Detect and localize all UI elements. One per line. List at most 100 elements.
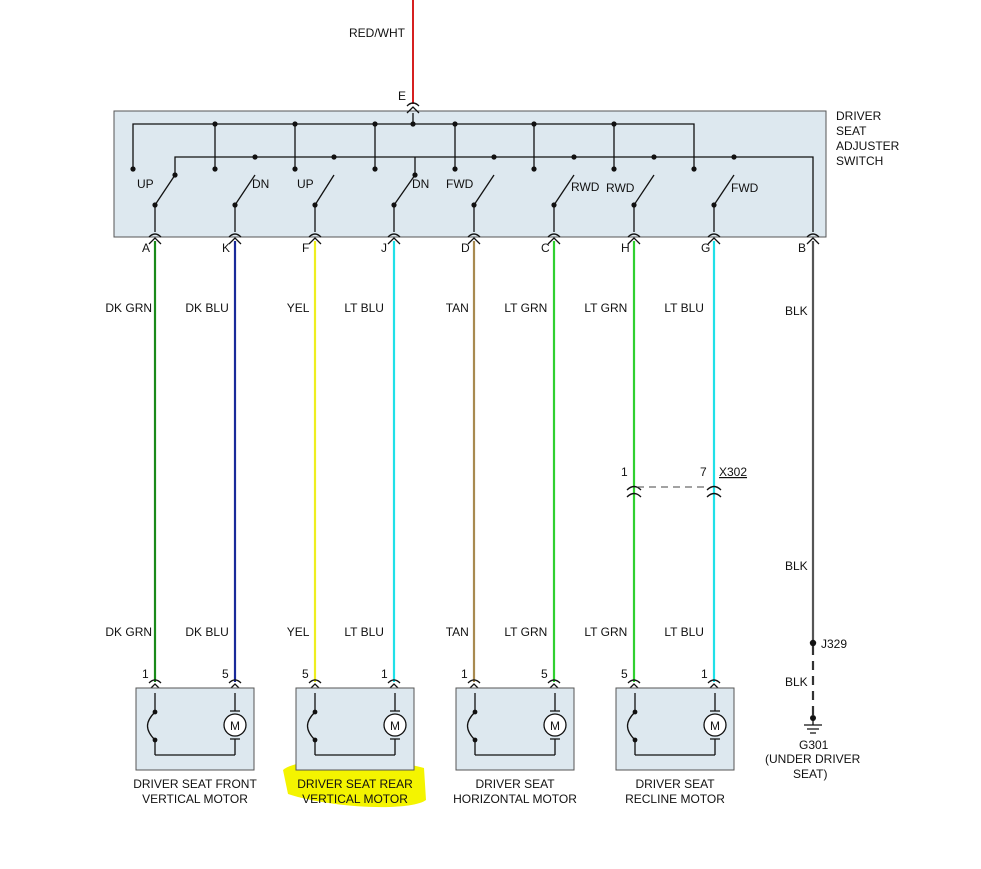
motor-name-line: VERTICAL MOTOR [142,792,248,806]
motor-name-line: VERTICAL MOTOR [302,792,408,806]
motor-pin-label: 5 [541,667,548,681]
contact-dot [651,154,657,160]
contact-dot [152,737,158,743]
switch-blade [473,174,495,206]
pin-label: J [381,241,387,255]
wire-color-label: DK GRN [105,625,152,639]
contact-dot [212,166,218,172]
contact-dot [292,166,298,172]
switch-blade [154,174,176,206]
contact-label: DN [252,177,269,191]
contact-dot [731,154,737,160]
wire-color-label: YEL [287,301,310,315]
wire-color-label: LT GRN [584,301,627,315]
limit-switch [626,693,636,755]
pin-connector [228,233,242,245]
source-wire-label: RED/WHT [349,26,406,40]
contact-dot [472,709,478,715]
bus-junction [611,121,617,127]
pin-connector [707,233,721,245]
ground-label: G301 [799,738,829,752]
switch-blade [234,174,256,206]
motor-name-line: DRIVER SEAT FRONT [133,777,257,791]
source-pin-connector [406,102,420,114]
ground-note-line: SEAT) [793,767,827,781]
motor-name-line: DRIVER SEAT [475,777,555,791]
contact-dot [472,737,478,743]
motor-name-line: RECLINE MOTOR [625,792,725,806]
wire-color-label: DK GRN [105,301,152,315]
motor-name-line: DRIVER SEAT [635,777,715,791]
wire-color-label: TAN [446,625,469,639]
source-pin-label: E [398,89,406,103]
switch-blade [713,174,735,206]
contact-label: UP [137,177,154,191]
highlighter-mark [283,759,426,808]
connector-pin-g: 7 [700,465,707,479]
inline-connector: 1 7 X302 [621,465,747,488]
motor-pin-label: 1 [381,667,388,681]
motor-symbol: M [550,719,560,733]
ground-symbol [804,718,822,734]
limit-switch [146,693,156,755]
contact-label: DN [412,177,429,191]
motor-pin-label: 5 [621,667,628,681]
contact-dot [491,154,497,160]
splice-dot [809,639,817,647]
bus-junction [292,121,298,127]
switch-box [113,110,827,238]
ground-wire-label-mid: BLK [785,559,808,573]
wire-color-label: TAN [446,301,469,315]
bus-junction [212,121,218,127]
motor-pin-label: 5 [302,667,309,681]
pin-connector [627,233,641,245]
pin-connector [308,233,322,245]
switch-blade [314,174,335,206]
pin-label: C [541,241,550,255]
motor-leads [390,693,400,755]
motor-symbol: M [390,719,400,733]
bus-junction [531,121,537,127]
bus-junction [452,121,458,127]
contact-dot [312,709,318,715]
motor-pin-label: 1 [701,667,708,681]
wire-color-label: LT BLU [664,625,704,639]
pin-connector [806,233,820,245]
contact-label: FWD [446,177,474,191]
wire-color-label: LT BLU [344,625,384,639]
motor-leads [710,693,720,755]
ground-wire-label-low: BLK [785,675,808,689]
contact-dot [331,154,337,160]
ground-wire-label-top: BLK [785,304,808,318]
contact-dot [531,166,537,172]
ground-note-line: (UNDER DRIVER [765,752,861,766]
motor-symbol: M [710,719,720,733]
motor-icon [703,713,727,737]
inline-connector-mark [706,485,722,498]
contact-dot [691,166,697,172]
wire-color-label: LT GRN [504,301,547,315]
wire-color-label: DK BLU [185,625,228,639]
wire-color-label: LT BLU [664,301,704,315]
connector-name: X302 [719,465,747,479]
switch-blade [553,174,575,206]
pin-connector [387,233,401,245]
contact-dot [130,166,136,172]
contact-label: RWD [571,180,600,194]
pin-connector [547,233,561,245]
contact-label: UP [297,177,314,191]
bus-junction [372,121,378,127]
contact-dot [632,737,638,743]
ground-circuit: B BLK BLK J329 BLK G301 (UNDER DRIVER SE… [765,233,861,781]
contact-dot [571,154,577,160]
pin-label: K [222,241,230,255]
contact-dot [152,709,158,715]
wire-color-label: DK BLU [185,301,228,315]
contact-dot [452,166,458,172]
wire-color-label: LT BLU [344,301,384,315]
